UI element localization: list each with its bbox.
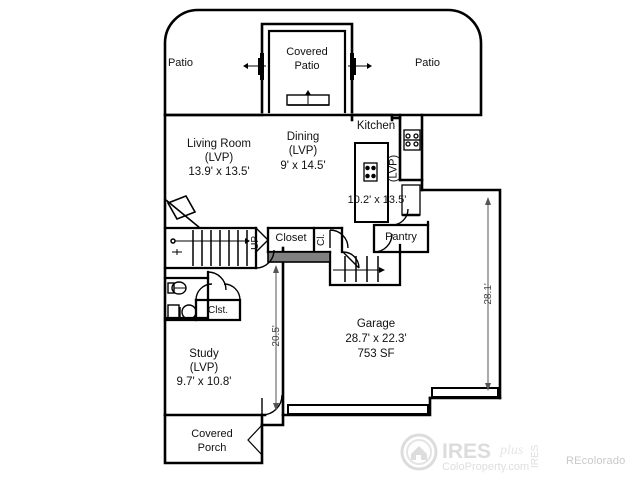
watermark-ires-logo: IRES plus ColoProperty.com IRES bbox=[398, 432, 548, 479]
room-label-covered-porch-line1: Covered bbox=[191, 428, 233, 440]
covered-patio-step bbox=[286, 90, 330, 106]
room-label-dining-dimensions: 9' x 14.5' bbox=[280, 160, 326, 172]
svg-text:plus: plus bbox=[499, 443, 524, 458]
fireplace-icon bbox=[165, 195, 201, 229]
room-label-covered-patio-line2: Patio bbox=[294, 60, 320, 72]
patio-outline bbox=[163, 8, 483, 117]
room-label-dining: Dining bbox=[286, 131, 320, 143]
watermark-site-text: ColoProperty.com bbox=[442, 461, 529, 473]
room-label-covered-porch-line2: Porch bbox=[197, 442, 227, 454]
stairs-down-garage bbox=[333, 256, 385, 282]
room-label-living-room-flooring: (LVP) bbox=[204, 152, 234, 164]
room-label-living-room-dimensions: 13.9' x 13.5' bbox=[188, 166, 250, 178]
room-label-garage-dimensions: 28.7' x 22.3' bbox=[345, 333, 407, 345]
covered-patio-inner bbox=[267, 29, 347, 114]
garage-overhead-doors bbox=[287, 387, 499, 415]
room-label-study-flooring: (LVP) bbox=[189, 362, 219, 374]
door-swings bbox=[195, 208, 409, 456]
room-label-covered-patio-line1: Covered bbox=[286, 46, 328, 58]
covered-porch-outline bbox=[163, 413, 264, 465]
watermark-recolorado: REcolorado bbox=[566, 455, 626, 467]
room-label-closet: Closet bbox=[275, 232, 307, 244]
room-label-dining-flooring: (LVP) bbox=[288, 145, 318, 157]
watermark-brand-text: IRES bbox=[442, 440, 491, 463]
room-label-kitchen-dimensions: 10.2' x 13.5' bbox=[347, 194, 407, 206]
dimension-label-20-5: 20.5' bbox=[271, 325, 283, 347]
house-in-circle-icon bbox=[400, 433, 438, 471]
watermark-side-text: IRES bbox=[530, 444, 541, 468]
room-label-patio-left: Patio bbox=[167, 57, 194, 69]
room-label-living-room: Living Room bbox=[187, 138, 251, 150]
bathroom-fixtures bbox=[167, 281, 197, 320]
room-label-closet-small: Cl. bbox=[316, 233, 328, 247]
kitchen-appliances bbox=[363, 129, 421, 217]
stairs-up-label: UP bbox=[250, 235, 262, 250]
room-label-patio-right: Patio bbox=[414, 57, 441, 69]
room-label-garage: Garage bbox=[356, 318, 396, 330]
room-label-closet-study: Clst. bbox=[208, 305, 228, 316]
dimension-line-28-1 bbox=[485, 197, 491, 391]
shaded-step bbox=[267, 251, 331, 263]
patio-opening-arrows bbox=[243, 58, 372, 75]
room-label-kitchen-flooring: (LVP) bbox=[387, 154, 400, 183]
dimension-label-28-1: 28.1' bbox=[483, 283, 495, 305]
room-label-study-dimensions: 9.7' x 10.8' bbox=[176, 376, 232, 388]
room-label-pantry: Pantry bbox=[385, 231, 417, 243]
right-exterior-wall bbox=[420, 188, 502, 400]
stairs-up bbox=[170, 230, 250, 266]
room-label-study: Study bbox=[189, 348, 219, 360]
dimension-line-20-5 bbox=[273, 265, 279, 411]
room-label-kitchen: Kitchen bbox=[356, 120, 396, 132]
room-label-garage-area: 753 SF bbox=[357, 348, 395, 360]
